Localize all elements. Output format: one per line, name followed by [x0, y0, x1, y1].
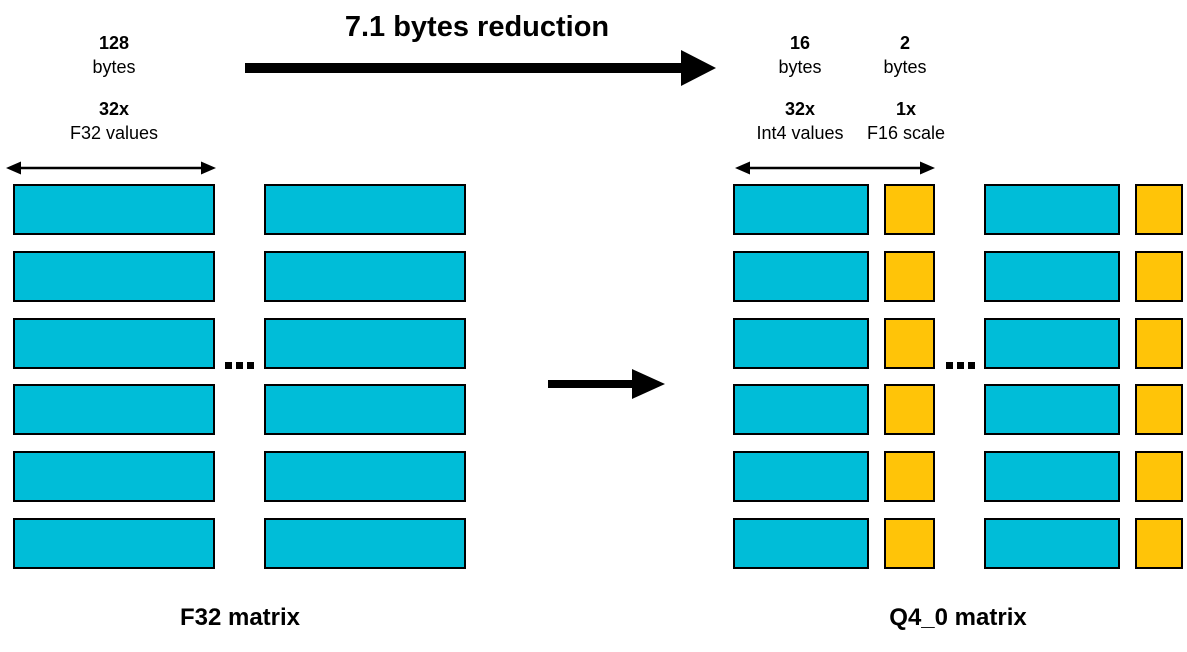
int4-block [733, 184, 869, 235]
int4-block [984, 250, 1120, 302]
f32-bytes-amount: 128 [98, 33, 130, 53]
int4-block [733, 517, 869, 569]
f32-matrix-caption: F32 matrix [179, 604, 301, 631]
int4-bytes-amount: 16 [789, 33, 811, 53]
q4-data-column-1 [733, 184, 869, 569]
f16-scale-block [884, 317, 935, 369]
f32-span-arrow-icon [6, 161, 216, 175]
ellipsis-dot [236, 362, 243, 369]
f16-scale-block [884, 184, 935, 235]
f32-block [13, 517, 215, 569]
transform-arrow-icon [548, 369, 665, 399]
f32-count-amount: 32x [98, 99, 130, 119]
q4-matrix-caption: Q4_0 matrix [889, 604, 1027, 631]
int4-count-unit: Int4 values [756, 123, 844, 143]
f32-block [13, 250, 215, 302]
int4-block [984, 451, 1120, 503]
scale-count-amount: 1x [895, 99, 917, 119]
f16-scale-block [1135, 517, 1183, 569]
q4-scale-column-2 [1135, 184, 1183, 569]
f32-matrix-column-2 [264, 184, 466, 569]
int4-block [984, 384, 1120, 436]
f16-scale-block [884, 451, 935, 503]
f32-bytes-unit: bytes [92, 57, 136, 77]
f16-scale-block [884, 384, 935, 436]
ellipsis-dot [247, 362, 254, 369]
f32-count-unit: F32 values [69, 123, 159, 143]
int4-block [733, 250, 869, 302]
ellipsis-icon [946, 362, 975, 369]
f32-block [13, 184, 215, 235]
int4-block [733, 451, 869, 503]
ellipsis-dot [946, 362, 953, 369]
f32-matrix-column-1 [13, 184, 215, 569]
scale-bytes-amount: 2 [899, 33, 911, 53]
f32-block [264, 184, 466, 235]
f32-block [13, 317, 215, 369]
scale-bytes-unit: bytes [883, 57, 927, 77]
reduction-title: 7.1 bytes reduction [344, 11, 610, 43]
scale-count-unit: F16 scale [866, 123, 946, 143]
f32-block [264, 384, 466, 436]
int4-block [733, 317, 869, 369]
int4-block [984, 184, 1120, 235]
f16-scale-block [1135, 250, 1183, 302]
int4-block [984, 317, 1120, 369]
f16-scale-block [884, 517, 935, 569]
ellipsis-dot [968, 362, 975, 369]
int4-bytes-unit: bytes [778, 57, 822, 77]
q4-scale-column-1 [884, 184, 935, 569]
f32-block [264, 517, 466, 569]
f16-scale-block [1135, 451, 1183, 503]
f32-block [264, 451, 466, 503]
ellipsis-dot [957, 362, 964, 369]
reduction-arrow-icon [245, 50, 716, 86]
f32-block [264, 317, 466, 369]
ellipsis-icon [225, 362, 254, 369]
f16-scale-block [1135, 184, 1183, 235]
int4-block [733, 384, 869, 436]
f16-scale-block [1135, 317, 1183, 369]
q4-data-column-2 [984, 184, 1120, 569]
int4-block [984, 517, 1120, 569]
f32-block [13, 451, 215, 503]
f16-scale-block [884, 250, 935, 302]
int4-count-amount: 32x [784, 99, 816, 119]
q4-span-arrow-icon [735, 161, 935, 175]
f16-scale-block [1135, 384, 1183, 436]
ellipsis-dot [225, 362, 232, 369]
f32-block [264, 250, 466, 302]
f32-block [13, 384, 215, 436]
